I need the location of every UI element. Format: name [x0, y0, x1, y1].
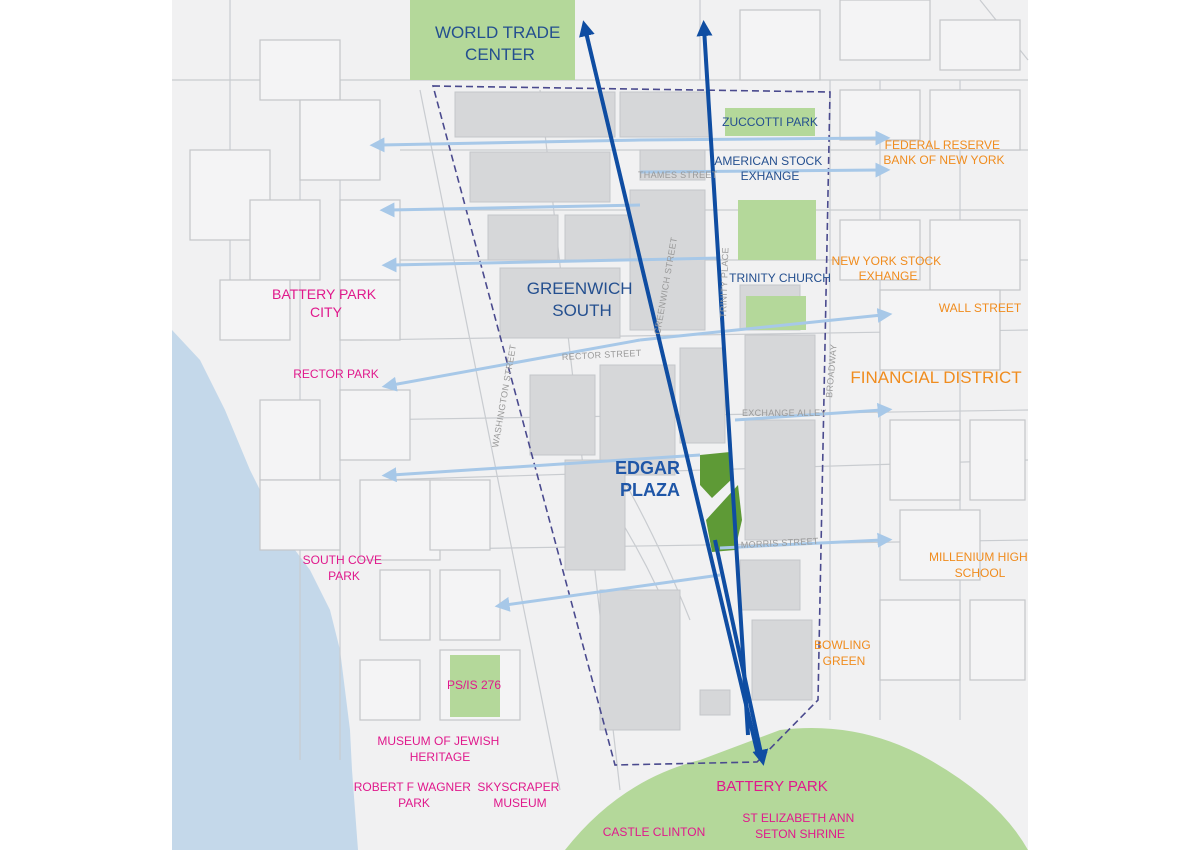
edgar-plaza-north [700, 452, 733, 498]
arrow-federal-reserve [639, 130, 891, 146]
outline-blocks [189, 0, 1026, 721]
street-rector: RECTOR STREET [562, 348, 642, 362]
label-battery-park: BATTERY PARK [716, 778, 827, 795]
zuccotti-park-area [725, 108, 815, 136]
arrow-battery-south [713, 539, 769, 766]
label-south-cove-park: SOUTH COVE PARK [303, 553, 386, 583]
label-nyse: NEW YORK STOCK EXHANGE [832, 254, 945, 283]
arrow-west-1 [369, 137, 641, 153]
arrow-west-4 [381, 453, 701, 483]
label-american-stock-exchange: AMERICAN STOCK EXHANGE [714, 154, 825, 183]
label-wall-street: WALL STREET [939, 301, 1022, 315]
label-skyscraper-museum: SKYSCRAPER MUSEUM [477, 780, 562, 810]
label-greenwich-south: GREENWICH SOUTH [527, 279, 638, 320]
label-world-trade-center: WORLD TRADE CENTER [435, 23, 565, 64]
label-financial-district: FINANCIAL DISTRICT [850, 368, 1021, 387]
arrow-millenium [719, 532, 893, 550]
arrow-rector-park [381, 338, 641, 392]
psis-park [450, 655, 500, 717]
side-connection-arrows [369, 130, 893, 612]
label-zuccotti-park: ZUCCOTTI PARK [722, 115, 818, 129]
arrow-exchange-alley [734, 402, 893, 422]
neighborhood-labels: WORLD TRADE CENTER GREENWICH SOUTH EDGAR… [435, 23, 831, 500]
street-morris: MORRIS STREET [741, 536, 820, 550]
parks [410, 0, 1028, 850]
arrow-west-3 [381, 256, 721, 273]
financial-labels: FEDERAL RESERVE BANK OF NEW YORK NEW YOR… [814, 138, 1031, 668]
label-museum-jewish-heritage: MUSEUM OF JEWISH HERITAGE [377, 734, 502, 764]
arrow-east-2 [639, 162, 891, 178]
label-castle-clinton: CASTLE CLINTON [603, 825, 705, 839]
arrow-west-2 [379, 202, 641, 218]
label-psis-276: PS/IS 276 [447, 678, 501, 692]
label-battery-park-city: BATTERY PARK CITY [272, 286, 380, 320]
label-millenium-high-school: MILLENIUM HIGH SCHOOL [929, 550, 1031, 580]
main-axis-arrows [579, 20, 769, 766]
arrow-wall-street [639, 308, 893, 342]
label-federal-reserve: FEDERAL RESERVE BANK OF NEW YORK [883, 138, 1004, 167]
greenwich-south-boundary [431, 85, 831, 766]
label-st-elizabeth: ST ELIZABETH ANN SETON SHRINE [742, 811, 857, 841]
battery-park-area [565, 728, 1028, 850]
trinity-church-yard [738, 200, 816, 260]
bpc-labels: BATTERY PARK CITY RECTOR PARK SOUTH COVE… [272, 286, 857, 841]
label-edgar-plaza: EDGAR PLAZA [615, 458, 685, 500]
label-rector-park: RECTOR PARK [293, 367, 379, 381]
street-trinity-place: TRINITY PLACE [718, 247, 730, 318]
arrow-trinity-axis [696, 20, 750, 736]
label-trinity-church: TRINITY CHURCH [729, 271, 831, 285]
street-thames: THAMES STREET [638, 170, 718, 180]
hudson-river [172, 330, 358, 850]
arrow-greenwich-axis [579, 20, 760, 756]
street-broadway: BROADWAY [824, 344, 839, 399]
label-robert-wagner-park: ROBERT F WAGNER PARK [354, 780, 474, 810]
wtc-park [410, 0, 575, 80]
street-exchange-alley: EXCHANGE ALLEY [742, 408, 827, 418]
arrow-south-cove [494, 573, 721, 612]
label-bowling-green: BOWLING GREEN [814, 638, 874, 668]
